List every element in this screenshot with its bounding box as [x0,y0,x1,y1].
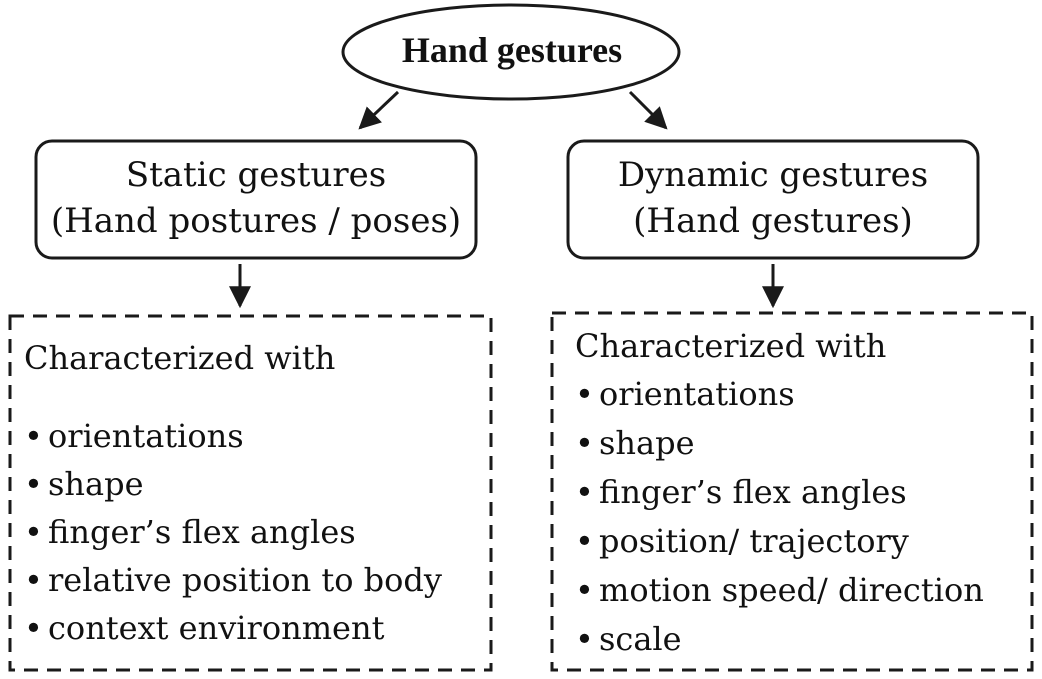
static-details: Characterized with •orientations •shape … [24,334,442,652]
dynamic-details-heading: Characterized with [575,327,887,365]
dynamic-gestures-title: Dynamic gestures (Hand gestures) [568,152,978,244]
list-item: •motion speed/ direction [575,566,984,615]
feature-label: orientations [599,375,795,413]
static-gestures-box [34,139,478,260]
list-item: •finger’s flex angles [575,468,984,517]
dynamic-gestures-box [566,139,980,260]
list-item: •position/ trajectory [575,517,984,566]
bullet-icon: • [24,513,43,551]
list-item: •shape [575,419,984,468]
dynamic-details-box [550,311,1034,672]
bullet-icon: • [24,417,43,455]
dynamic-details: Characterized with •orientations •shape … [575,322,984,664]
feature-label: motion speed/ direction [599,571,984,609]
root-node-label: Hand gestures [401,30,623,70]
bullet-icon: • [575,522,594,560]
list-item: •orientations [575,370,984,419]
bullet-icon: • [575,571,594,609]
feature-label: finger’s flex angles [48,513,356,551]
list-item: •relative position to body [24,556,442,604]
list-item: •scale [575,615,984,664]
static-gestures-title-line1: Static gestures [125,155,387,195]
static-details-box [8,314,493,672]
bullet-icon: • [575,473,594,511]
dynamic-gestures-title-line2: (Hand gestures) [633,201,913,241]
list-item: •orientations [24,412,442,460]
static-feature-list: •orientations •shape •finger’s flex angl… [24,412,442,652]
list-item: •context environment [24,604,442,652]
bullet-icon: • [24,609,43,647]
feature-label: orientations [48,417,244,455]
feature-label: finger’s flex angles [599,473,907,511]
root-node-ellipse [341,3,681,101]
bullet-icon: • [24,465,43,503]
feature-label: shape [48,465,144,503]
list-item: •shape [24,460,442,508]
bullet-icon: • [575,375,594,413]
feature-label: shape [599,424,695,462]
feature-label: position/ trajectory [599,522,909,560]
feature-label: context environment [48,609,385,647]
bullet-icon: • [575,424,594,462]
static-details-heading: Characterized with [24,339,336,377]
static-gestures-title-line2: (Hand postures / poses) [50,201,462,241]
bullet-icon: • [24,561,43,599]
arrow-root-to-static [358,90,400,130]
static-gestures-title: Static gestures (Hand postures / poses) [36,152,476,244]
feature-label: relative position to body [48,561,442,599]
list-item: •finger’s flex angles [24,508,442,556]
bullet-icon: • [575,620,594,658]
dynamic-gestures-title-line1: Dynamic gestures [617,155,929,195]
feature-label: scale [599,620,682,658]
arrow-root-to-dynamic [628,90,668,130]
dynamic-feature-list: •orientations •shape •finger’s flex angl… [575,370,984,664]
